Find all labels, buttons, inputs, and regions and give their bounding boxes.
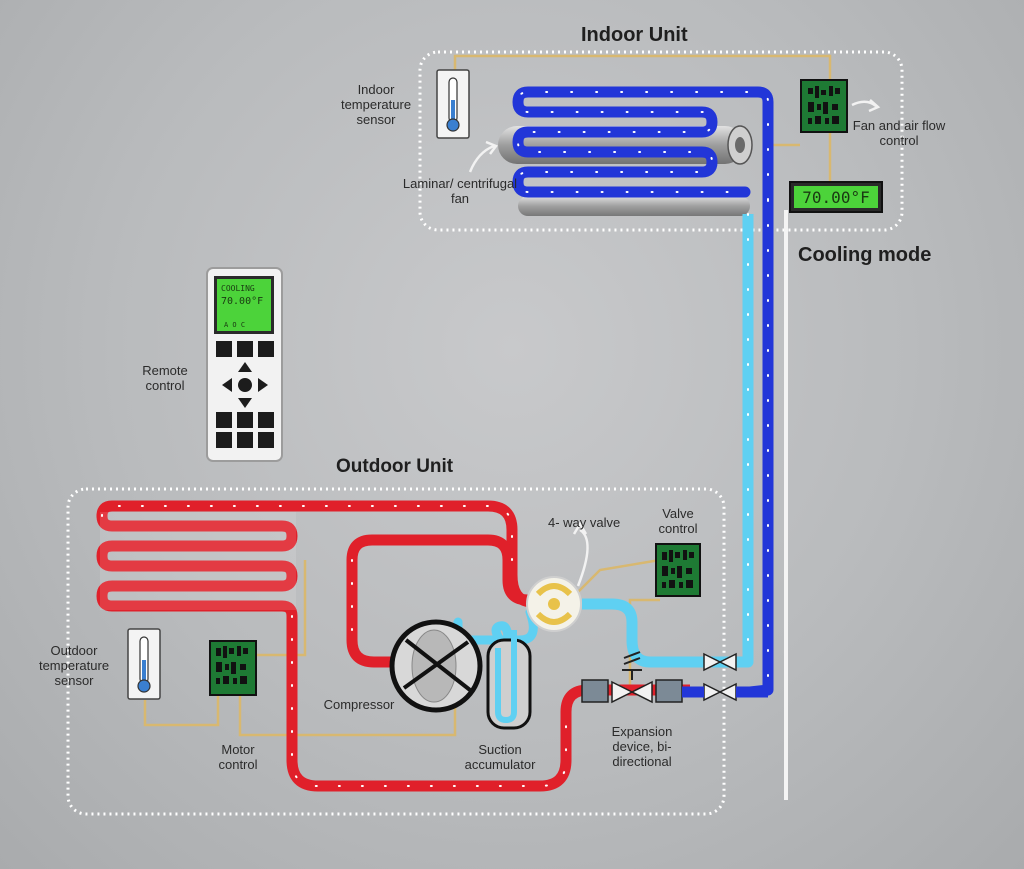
valve-icon [703,652,737,702]
compressor-label: Compressor [323,697,395,712]
four-way-valve-label: 4- way valve [548,515,621,530]
fan-control-label: Fan and air flow control [852,118,946,148]
remote-control-label: Remote control [142,363,188,393]
fan-label: Laminar/ centrifugal fan [402,176,518,206]
indoor-temp-sensor-label: Indoor temperature sensor [340,82,412,127]
indoor-unit-boundary [418,50,904,232]
outdoor-temp-sensor-label: Outdoor temperature sensor [38,643,110,688]
suction-accumulator-label: Suction accumulator [464,742,536,772]
condenser-fins [100,512,296,610]
control-board-icon [655,543,701,597]
compressor-icon [389,619,483,713]
suction-accumulator [486,630,532,730]
thermometer-icon [127,628,161,700]
thermometer-icon [436,69,470,139]
four-way-valve [526,576,582,632]
remote-control[interactable]: COOLING 70.00°F A O C [206,267,283,462]
motor-control-label: Motor control [218,742,258,772]
control-board-icon [209,640,257,696]
refrigerant-lines [582,199,788,800]
control-board-icon [800,79,848,133]
expansion-device-label: Expansion device, bi-directional [611,724,673,769]
outdoor-unit-title: Outdoor Unit [336,456,454,477]
outdoor-unit-boundary [66,487,726,816]
valve-control-label: Valve control [658,506,698,536]
indoor-coil [512,86,774,206]
remote-screen-temp: 70.00°F [221,296,263,307]
expansion-device [581,651,690,704]
remote-screen-mode: COOLING [221,284,255,293]
indoor-display-temp: 70.00°F [802,188,869,207]
signal-wires [143,54,832,737]
arrow-icon [468,144,495,173]
remote-screen-foot: A O C [224,321,245,329]
cooling-mode-label: Cooling mode [798,244,932,266]
indoor-unit-title: Indoor Unit [581,24,688,46]
arrow-icon [576,528,589,587]
